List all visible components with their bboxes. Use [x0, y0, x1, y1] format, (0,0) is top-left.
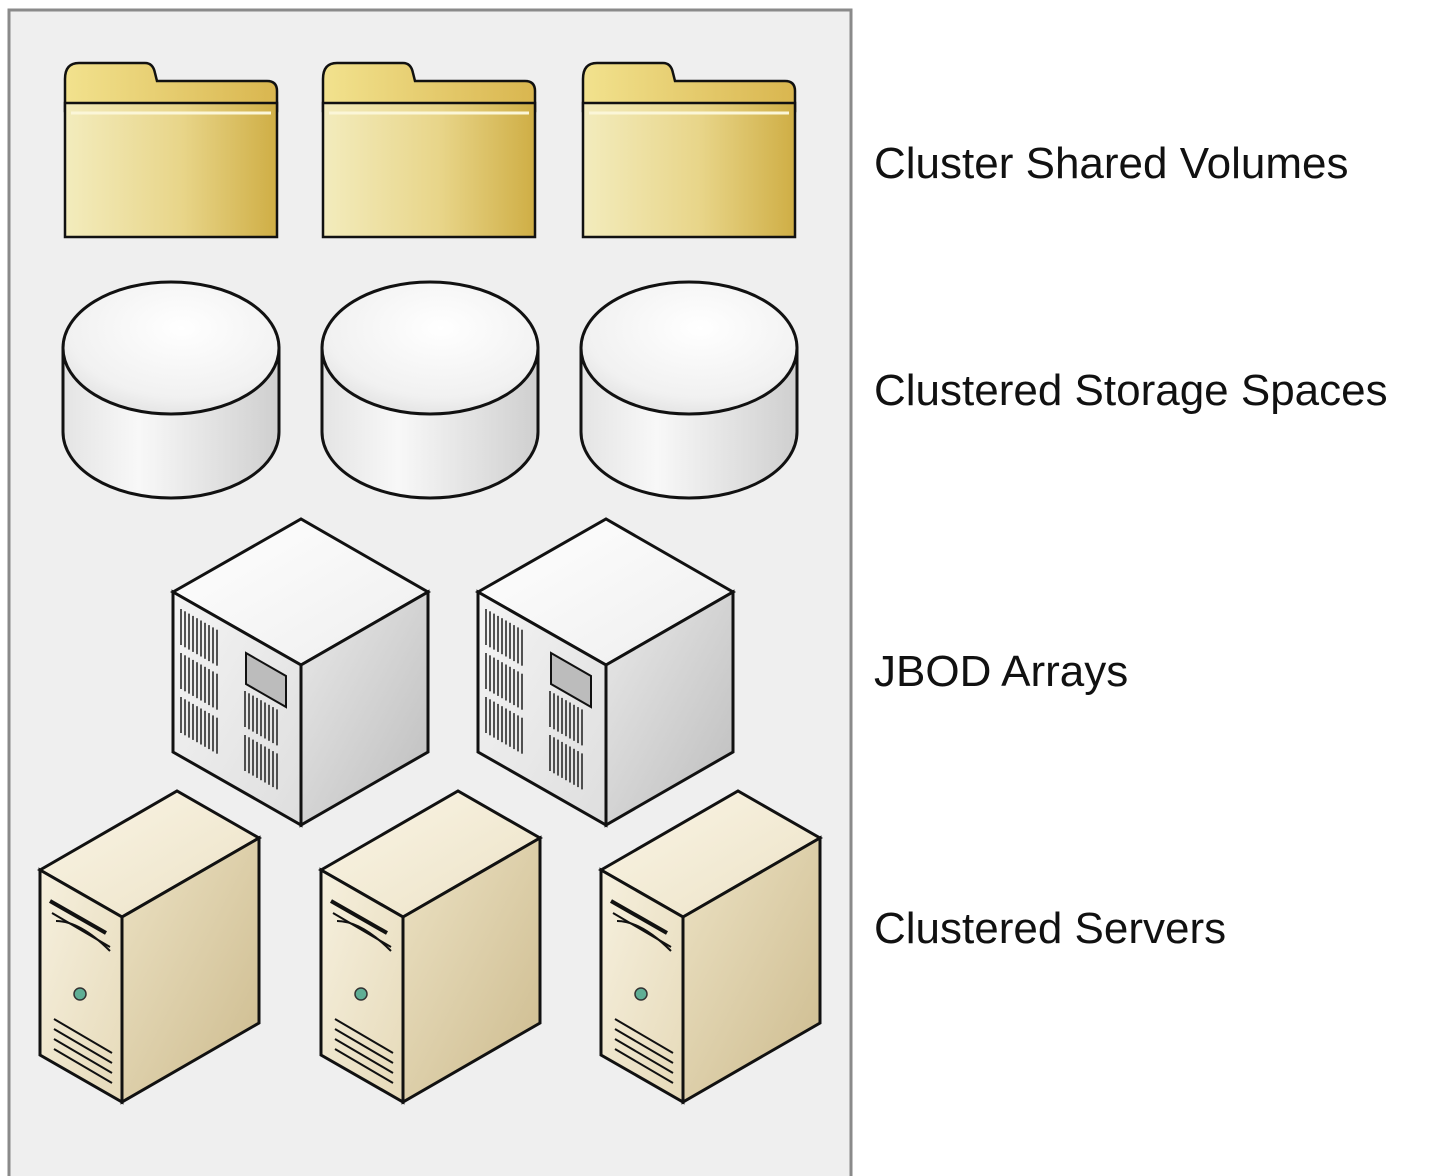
layer-label-cluster-shared-volumes: Cluster Shared Volumes: [874, 139, 1349, 188]
layer-label-clustered-servers: Clustered Servers: [874, 904, 1227, 953]
layer-label-clustered-storage-spaces: Clustered Storage Spaces: [874, 366, 1388, 415]
storage-disk-icon: [579, 280, 799, 500]
folder-icon: [581, 61, 797, 239]
storage-disk-icon: [61, 280, 281, 500]
jbod-array-icon: [169, 517, 432, 828]
tower-server-icon: [597, 789, 824, 1105]
tower-server-icon: [36, 789, 263, 1105]
folder-icon: [63, 61, 279, 239]
tower-server-icon: [317, 789, 544, 1105]
folder-icon: [321, 61, 537, 239]
layer-label-jbod-arrays: JBOD Arrays: [874, 647, 1129, 696]
storage-disk-icon: [320, 280, 540, 500]
jbod-array-icon: [474, 517, 737, 828]
